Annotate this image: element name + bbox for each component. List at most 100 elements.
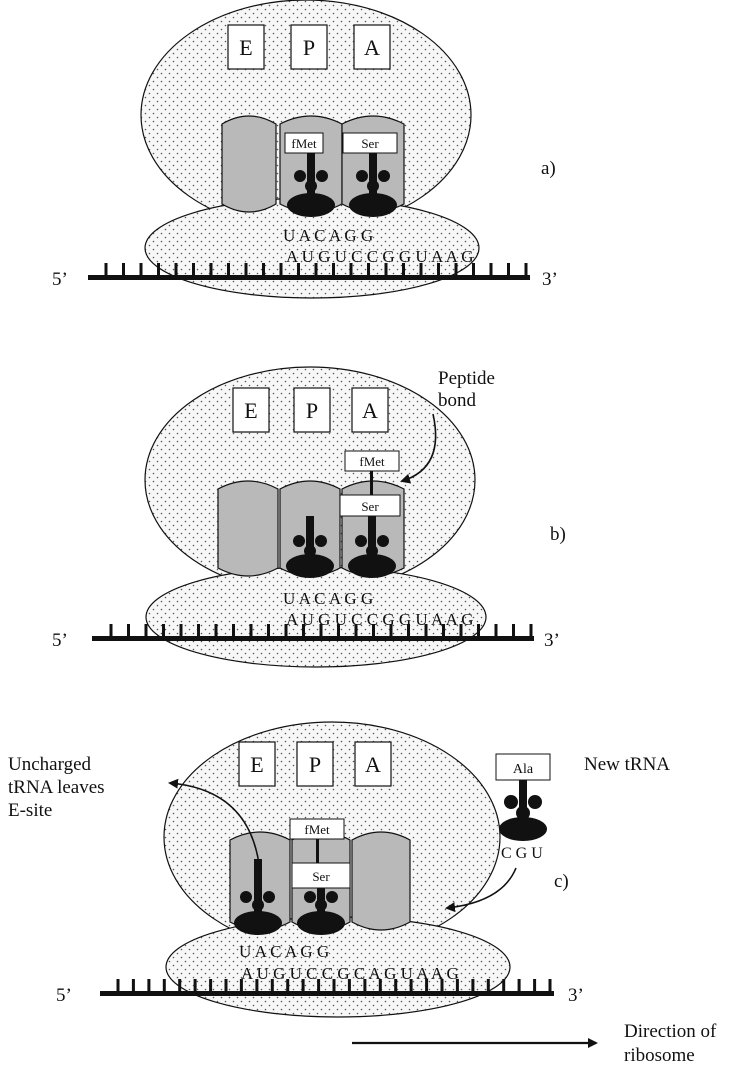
site-p-box [290,24,328,70]
mrna-tick [262,263,265,275]
mrna-tick [489,263,493,275]
new-trna-caption: New tRNA [584,754,670,775]
site-a-box [353,24,391,70]
mrna-tick [314,263,318,275]
chain-label-fmet: fMet [304,822,330,837]
chain-label-fmet: fMet [359,454,385,469]
mrna-tick [437,263,440,275]
site-e-label: E [244,398,257,423]
site-a-box [354,741,392,787]
mrna-strand [100,979,554,996]
mrna-tick [162,624,165,636]
mrna-tick [332,263,335,275]
mrna-tick [144,624,148,636]
panel-label-b: b) [550,524,566,545]
codon-seq: A U G U C C G G U A A G [286,247,474,266]
mrna-tick [286,979,290,991]
site-a-box [351,387,389,433]
mrna-tick [116,979,120,991]
panel-label-a: a) [541,158,556,179]
mrna-tick [317,979,321,991]
mrna-strand [92,624,534,641]
mrna-tick [239,979,243,991]
chain-label-ser: Ser [312,869,330,884]
mrna-tick [109,624,113,636]
mrna-tick [349,263,353,275]
three-prime-label: 3’ [542,269,558,290]
site-e-box [238,741,276,787]
mrna-tick [407,624,410,636]
anticodon-seq: U A C A G G [283,226,373,245]
mrna-tick [174,263,178,275]
site-boxes: E P A [232,387,389,433]
mrna-tick [524,263,528,275]
mrna-tick [178,979,182,991]
anticodon-seq: U A C A G G [239,942,329,961]
chain-label-ser: Ser [361,499,379,514]
five-prime-label: 5’ [52,269,68,290]
site-boxes: E P A [227,24,391,70]
direction-label-line2: ribosome [624,1045,695,1066]
entry-arrow [445,867,517,913]
mrna-tick [347,979,351,991]
mrna-tick [214,624,218,636]
mrna-tick [122,263,125,275]
site-e-label: E [250,752,263,777]
mrna-tick [424,624,428,636]
five-prime-label: 5’ [56,985,72,1006]
mrna-tick [471,979,475,991]
new-trna-aa-label: Ala [513,762,534,777]
mrna-tick [548,979,552,991]
mrna-tick [209,979,213,991]
direction-label-line1: Direction of [624,1021,717,1042]
trna-e-slot [221,115,277,213]
trna-a-empty [351,831,411,931]
mrna-tick [157,263,160,275]
mrna-tick [378,979,382,991]
mrna-tick [232,624,235,636]
mrna-tick [302,624,305,636]
three-prime-label: 3’ [544,630,560,651]
mrna-tick [512,624,515,636]
mrna-tick [209,263,213,275]
trna-label-ser: Ser [361,136,379,151]
mrna-tick [533,979,537,991]
mrna-tick [301,979,305,991]
trna-p: fMet [279,115,343,217]
new-trna: Ala [495,753,551,841]
mrna-tick [197,624,200,636]
mrna-tick [389,624,393,636]
mrna-tick [529,624,533,636]
mrna-tick [507,263,510,275]
panel-b: E P A fMet Ser [52,366,566,668]
trna-a: Ser [341,115,405,217]
mrna-tick [486,979,490,991]
mrna-tick [104,263,108,275]
anticodon-seq: U A C A G G [283,589,373,608]
peptide-bond-label-line1: Peptide [438,368,495,389]
exit-label-line2: tRNA leaves [8,777,105,798]
mrna-tick [409,979,413,991]
mrna-tick [372,624,375,636]
mrna-tick [193,979,197,991]
mrna-tick [442,624,445,636]
panel-c: E P A fMet Ser [8,721,717,1066]
site-p-label: P [309,752,321,777]
mrna-tick [425,979,429,991]
mrna-tick [297,263,300,275]
mrna-tick [162,979,166,991]
trna-p-uncharged [279,480,341,578]
site-p-box [296,741,334,787]
mrna-tick [363,979,367,991]
new-trna-anticodon: C G U [501,845,543,862]
trna-p-peptidyl: fMet Ser [289,818,351,935]
mrna-tick [179,624,183,636]
mrna-tick [454,263,458,275]
site-p-label: P [303,35,315,60]
mrna-tick [267,624,270,636]
three-prime-label: 3’ [568,985,584,1006]
site-e-label: E [239,35,252,60]
exit-label-line3: E-site [8,800,52,821]
mrna-tick [192,263,195,275]
